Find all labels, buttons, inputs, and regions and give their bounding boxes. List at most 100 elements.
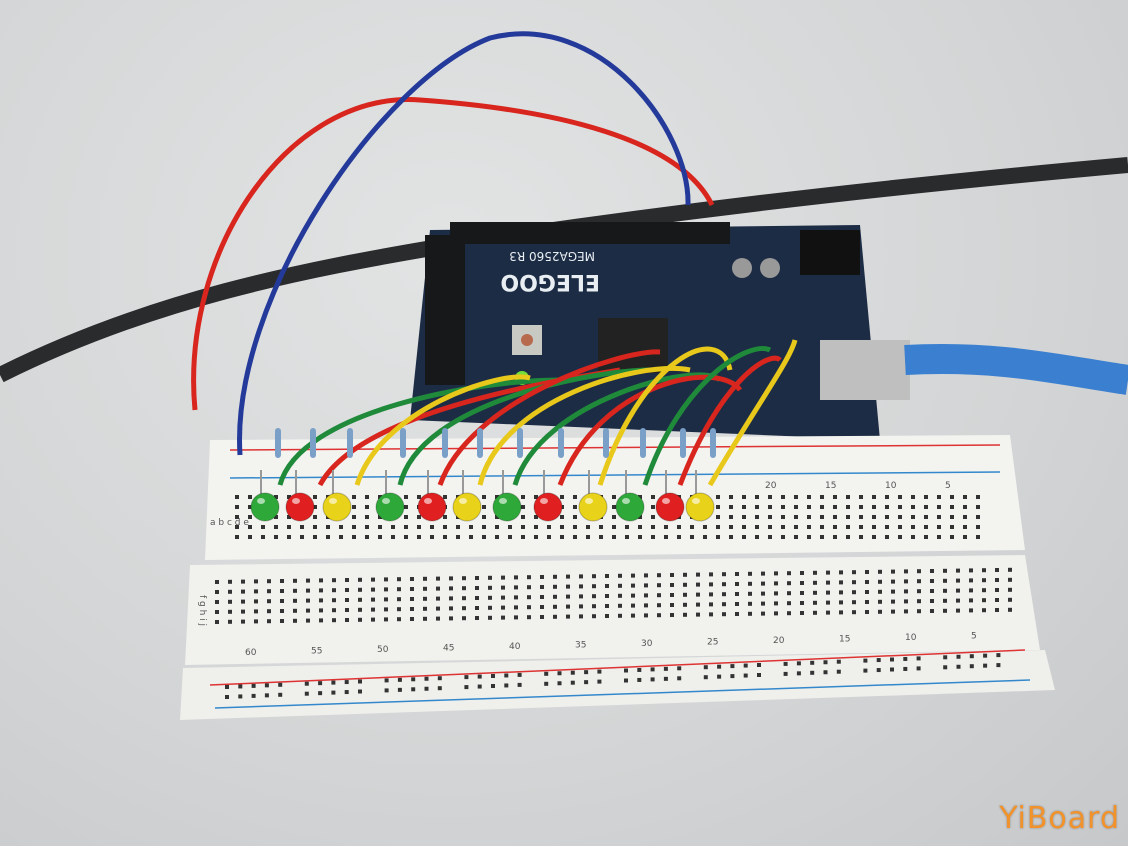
hole (638, 535, 642, 539)
led-highlight (692, 498, 700, 504)
hole (898, 535, 902, 539)
hole (404, 495, 408, 499)
hole (477, 684, 482, 689)
hole (735, 612, 739, 616)
hole (677, 666, 682, 671)
hole (332, 588, 336, 593)
hole (248, 495, 252, 499)
hole (781, 515, 785, 519)
hole (527, 605, 531, 610)
hole (917, 569, 921, 574)
hole (937, 515, 941, 519)
led (452, 492, 482, 522)
hole (916, 656, 921, 661)
hole (482, 535, 486, 539)
column-number: 40 (509, 642, 521, 652)
hole (743, 663, 748, 668)
hole (890, 667, 894, 672)
hole (514, 575, 518, 580)
hole (823, 670, 828, 675)
hole (876, 668, 881, 673)
hole (313, 525, 317, 529)
hole (293, 618, 297, 623)
hole (742, 525, 746, 529)
hole (280, 599, 284, 603)
hole (304, 691, 309, 696)
hole (904, 589, 908, 594)
hole (638, 495, 642, 499)
hole (527, 575, 531, 580)
hole (287, 525, 291, 529)
hole (716, 515, 720, 519)
led (417, 492, 447, 522)
hole (618, 603, 622, 608)
hole (521, 495, 525, 499)
hole (566, 614, 570, 619)
hole (904, 599, 908, 604)
hole (225, 695, 229, 699)
hole (319, 588, 323, 593)
hole (319, 618, 323, 623)
hole (833, 495, 837, 499)
hole (566, 574, 570, 579)
hole (898, 525, 902, 529)
hole (833, 525, 837, 529)
hole (982, 578, 986, 583)
hole (215, 600, 219, 604)
hole (969, 654, 974, 659)
hole (722, 592, 726, 597)
hole (852, 590, 856, 595)
hole (605, 594, 609, 598)
hole (238, 694, 243, 699)
hole (521, 535, 525, 539)
hole (631, 603, 635, 608)
led (375, 492, 405, 522)
hole (579, 594, 583, 599)
hole (872, 505, 876, 509)
hole (462, 586, 466, 591)
hole (605, 604, 609, 608)
hole (228, 609, 232, 614)
hole (943, 598, 947, 603)
hole (397, 597, 401, 602)
hole (722, 572, 726, 577)
hole (709, 592, 713, 597)
hole (278, 692, 283, 697)
hole (950, 525, 954, 529)
hole (683, 572, 687, 577)
hole (943, 655, 948, 660)
hole (404, 525, 408, 529)
hole (638, 525, 642, 529)
hole (605, 574, 609, 578)
led (250, 492, 280, 522)
hole (586, 535, 590, 539)
hole (917, 579, 921, 584)
hole (735, 572, 739, 576)
hole (618, 583, 622, 588)
hole (592, 614, 596, 619)
column-number: 50 (377, 645, 389, 655)
hole (397, 687, 402, 692)
hole (703, 675, 708, 680)
hole (924, 535, 928, 539)
hole (410, 597, 414, 601)
hole (592, 574, 596, 579)
led-highlight (382, 498, 390, 504)
usb-cable (904, 344, 1128, 395)
hole (215, 610, 219, 614)
hole (1008, 577, 1012, 582)
hole (703, 525, 707, 529)
row-letters-bottom: f g h i j (197, 595, 207, 626)
hole (963, 515, 967, 519)
hole (501, 575, 505, 580)
hole (823, 660, 828, 665)
hole (781, 525, 785, 529)
hole (810, 660, 815, 665)
hole (384, 587, 388, 592)
hole (722, 612, 726, 617)
hole (514, 615, 518, 620)
column-number: 20 (773, 636, 785, 646)
hole (612, 515, 616, 519)
hole (969, 568, 973, 573)
hole (722, 582, 726, 587)
